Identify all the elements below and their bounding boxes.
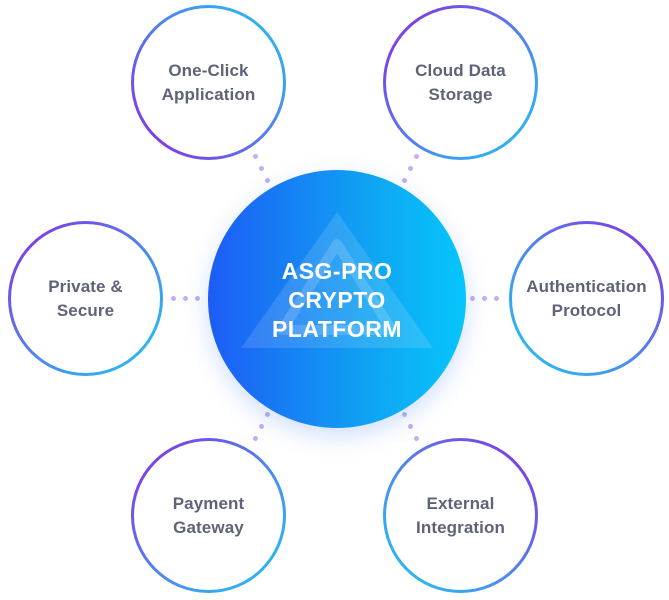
node-authentication-protocol: Authentication Protocol [509, 221, 664, 376]
connector-dot [402, 178, 407, 183]
triangle-logo-icon [241, 212, 433, 348]
connector-dot [414, 436, 419, 441]
connector-dot [183, 296, 188, 301]
center-title-line: ASG-PRO [281, 258, 393, 284]
connector-dot [253, 436, 258, 441]
connector-dot [414, 154, 419, 159]
connector-dot [482, 296, 487, 301]
connector-dot [408, 166, 413, 171]
node-one-click-application: One-Click Application [131, 5, 286, 160]
connector-dot [195, 296, 200, 301]
connector-dot [265, 178, 270, 183]
node-label-line: Integration [416, 517, 505, 537]
node-label-line: Application [161, 84, 256, 104]
node-label-line: External [426, 493, 495, 513]
node-label-line: Storage [428, 84, 493, 104]
node-private-secure: Private & Secure [8, 221, 163, 376]
connector-dot [253, 154, 258, 159]
node-external-integration: External Integration [383, 438, 538, 593]
connector-dot [171, 296, 176, 301]
node-label-line: Cloud Data [415, 60, 506, 80]
connector-dot [265, 412, 270, 417]
node-label-line: Authentication [526, 276, 647, 296]
node-label-line: Private & [48, 276, 123, 296]
node-payment-gateway: Payment Gateway [131, 438, 286, 593]
center-hub: ASG-PRO CRYPTO PLATFORM [208, 170, 466, 428]
center-title-line: CRYPTO [288, 287, 386, 313]
connector-dot [259, 166, 264, 171]
node-label-line: Secure [56, 300, 115, 320]
node-label-line: One-Click [168, 60, 249, 80]
center-title: ASG-PRO CRYPTO PLATFORM [208, 257, 466, 344]
connector-dot [408, 424, 413, 429]
connector-dot [402, 412, 407, 417]
node-label-line: Gateway [173, 517, 244, 537]
connector-dot [470, 296, 475, 301]
node-label-line: Payment [172, 493, 245, 513]
node-cloud-data-storage: Cloud Data Storage [383, 5, 538, 160]
node-label-line: Protocol [551, 300, 622, 320]
connector-dot [259, 424, 264, 429]
connector-dot [494, 296, 499, 301]
center-title-line: PLATFORM [271, 316, 403, 342]
